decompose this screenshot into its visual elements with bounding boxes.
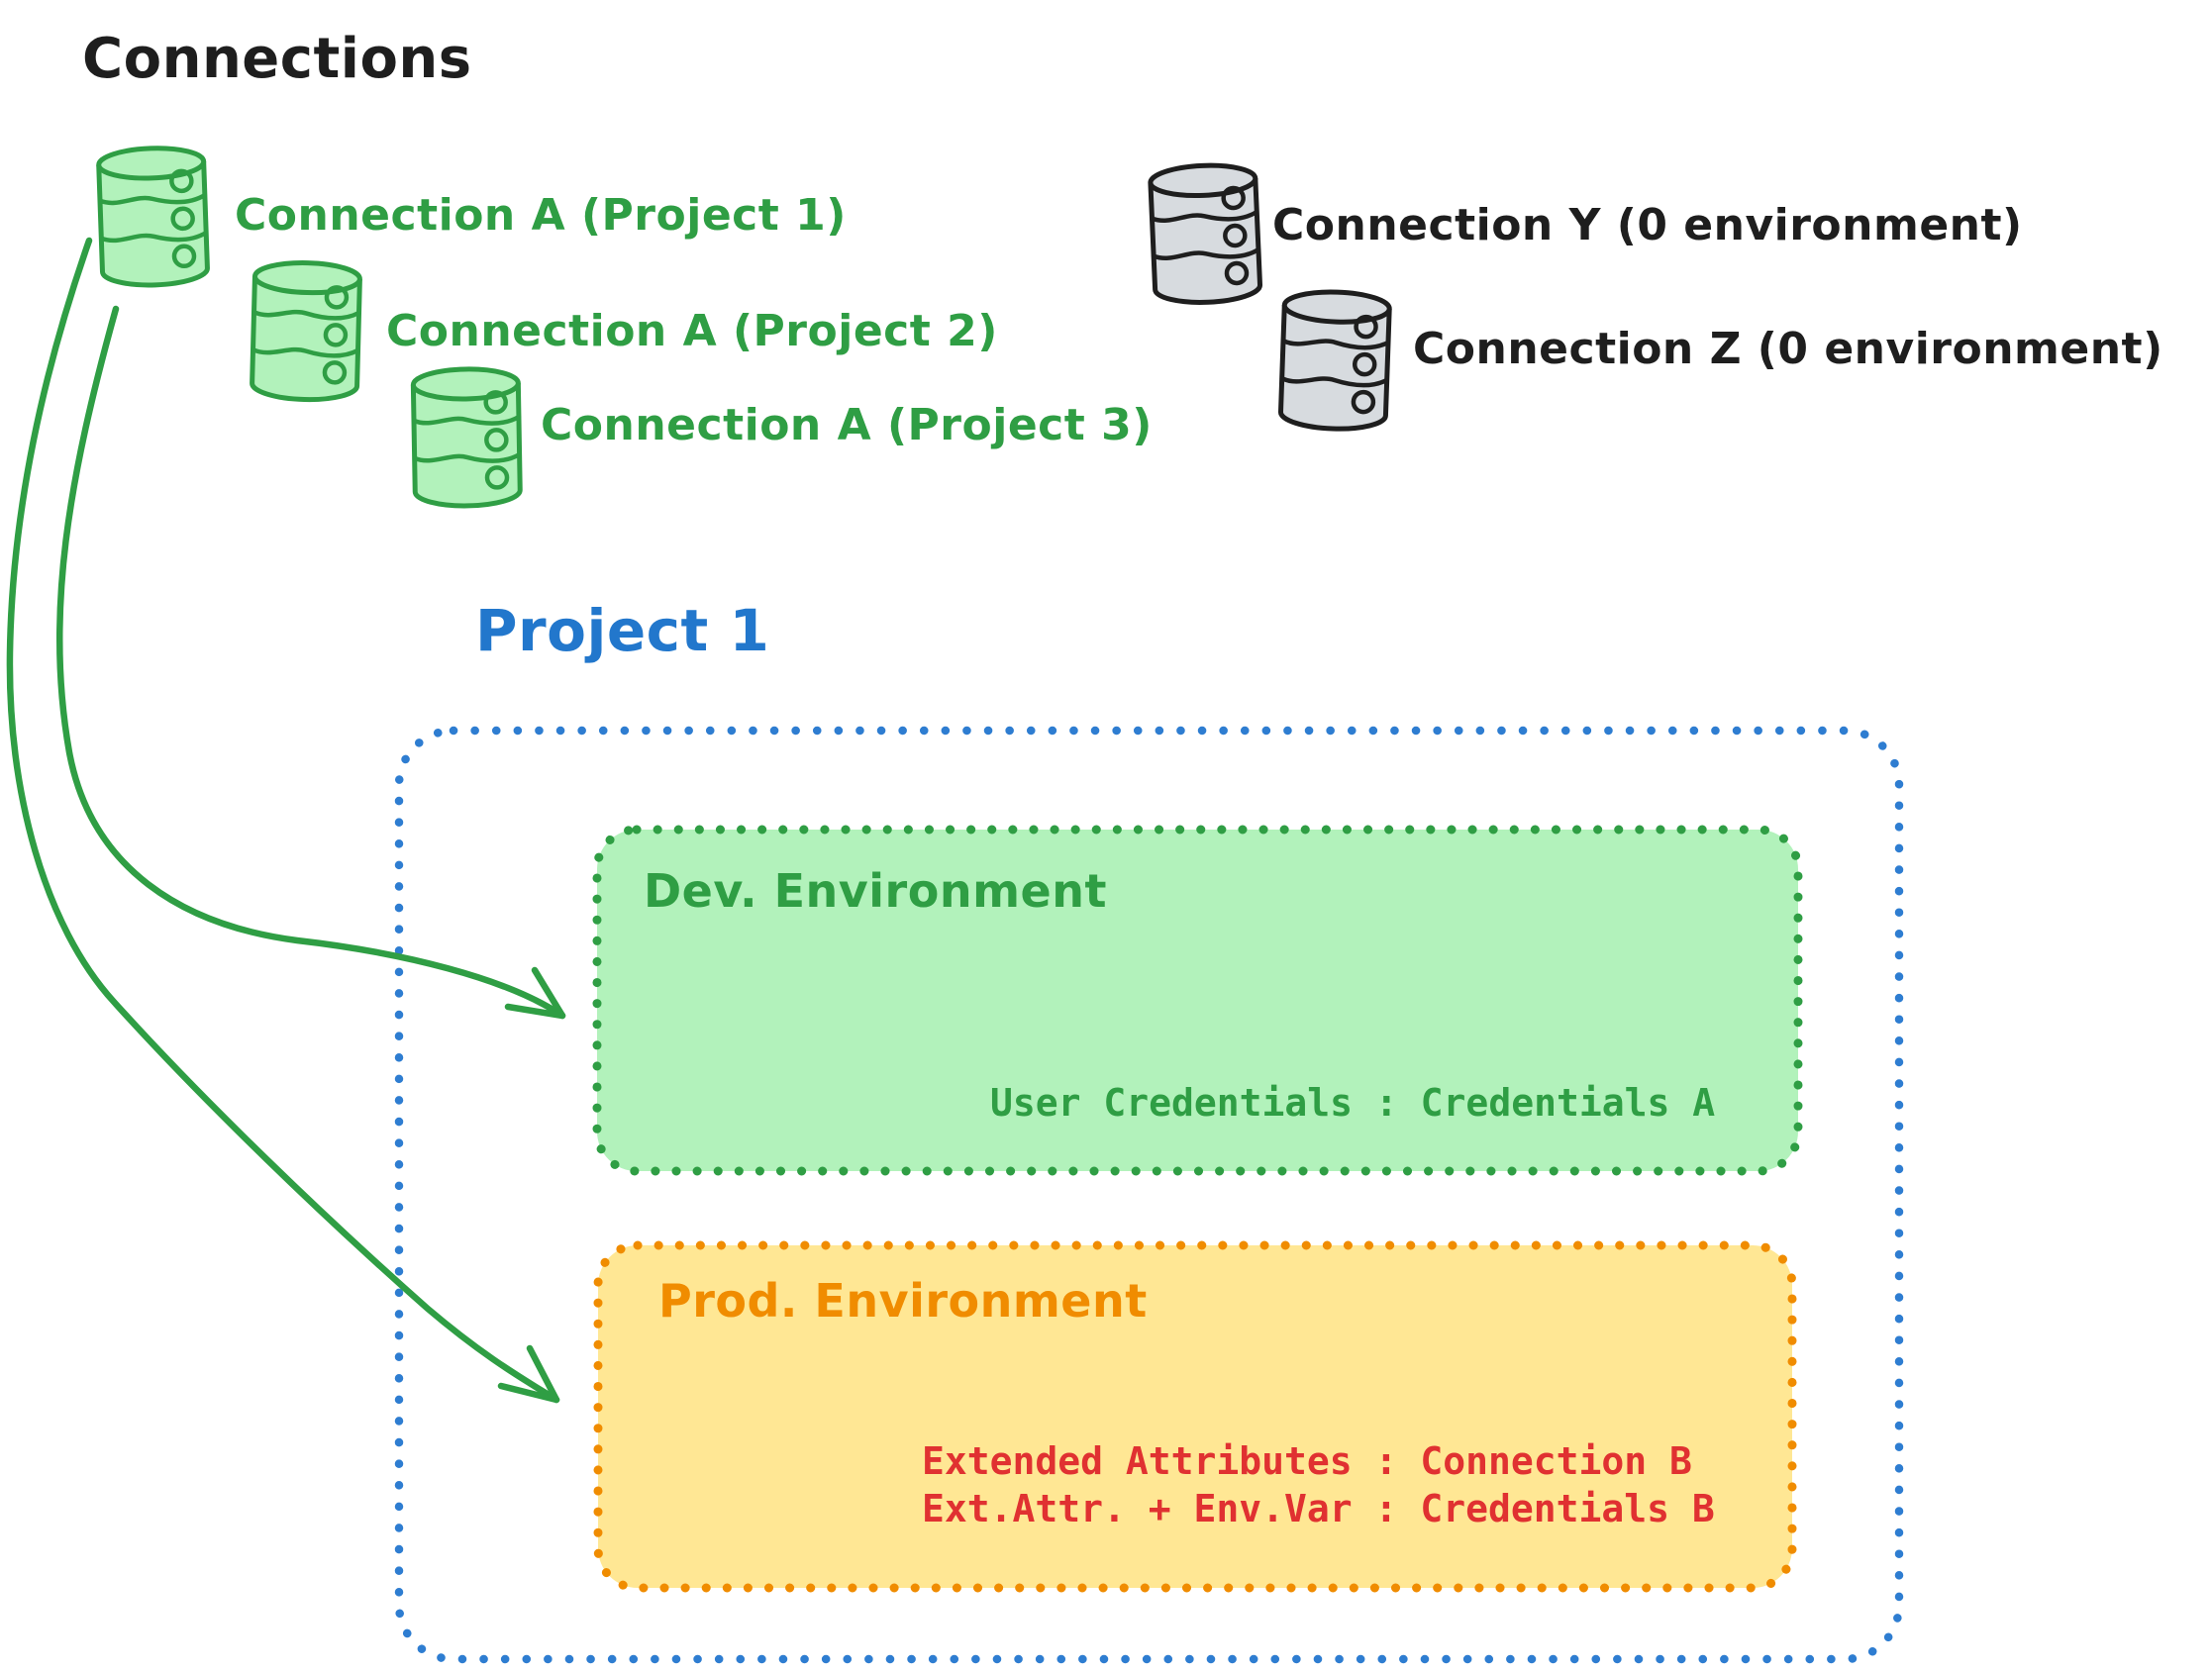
prod-credentials-mappings: Extended Attributes : Connection B Ext.A… bbox=[922, 1437, 1715, 1532]
page-title: Connections bbox=[82, 27, 472, 91]
database-icon bbox=[1150, 163, 1260, 304]
database-icon bbox=[413, 368, 520, 507]
arrow-connection-to-prod bbox=[6, 237, 560, 1404]
database-icon bbox=[1280, 290, 1390, 431]
project1-box bbox=[394, 726, 1904, 1664]
arrow-connection-to-dev bbox=[55, 305, 566, 1020]
database-icon bbox=[98, 147, 208, 287]
project1-title: Project 1 bbox=[475, 597, 770, 664]
connection-a-project1-label: Connection A (Project 1) bbox=[235, 190, 847, 241]
prod-mapping-line: Extended Attributes : Connection B bbox=[922, 1439, 1692, 1483]
dev-environment-title: Dev. Environment bbox=[644, 864, 1107, 918]
connection-a-project2-label: Connection A (Project 2) bbox=[386, 306, 998, 356]
prod-mapping-line: Ext.Attr. + Env.Var : Credentials B bbox=[922, 1487, 1715, 1530]
dev-environment-box bbox=[592, 825, 1803, 1176]
connection-a-project3-label: Connection A (Project 3) bbox=[541, 400, 1153, 450]
prod-environment-title: Prod. Environment bbox=[658, 1274, 1148, 1328]
database-icon bbox=[251, 261, 360, 401]
dev-credentials-mapping: User Credentials : Credentials A bbox=[990, 1081, 1716, 1125]
connection-z-label: Connection Z (0 environment) bbox=[1413, 324, 2163, 374]
connection-y-label: Connection Y (0 environment) bbox=[1272, 200, 2023, 250]
prod-environment-box bbox=[593, 1240, 1797, 1593]
